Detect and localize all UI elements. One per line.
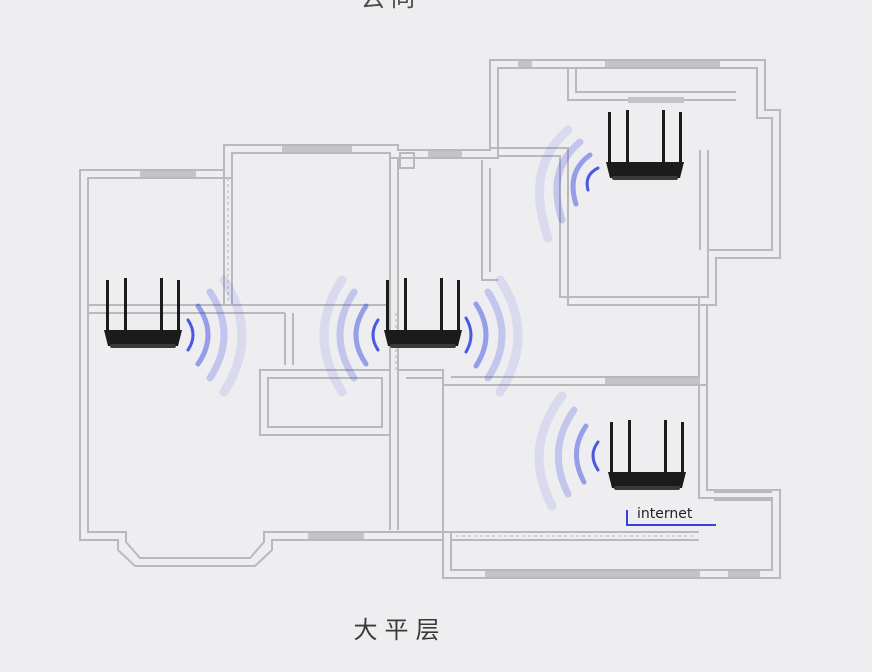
wall-inner-left xyxy=(87,67,773,571)
floor-caption: 大平层 xyxy=(353,616,447,644)
wall-divider-1 xyxy=(223,170,233,305)
wall-closet xyxy=(259,369,391,436)
wall-small-box xyxy=(489,68,499,148)
wall-door-frame xyxy=(399,152,415,169)
wall-entry xyxy=(714,491,772,501)
walls xyxy=(79,59,781,579)
waves-router-top-right xyxy=(535,125,600,243)
router-bottom-right xyxy=(608,420,686,490)
wall-top-room xyxy=(490,147,707,306)
signal-waves xyxy=(186,125,600,511)
waves-router-center-left xyxy=(319,275,380,397)
router-center xyxy=(384,278,462,348)
router-icon xyxy=(606,110,684,180)
wall-column xyxy=(284,313,294,365)
wall-corridor xyxy=(398,369,444,540)
router-icon xyxy=(608,420,686,490)
dashed-partitions xyxy=(227,178,695,537)
top-caption: 云同 xyxy=(336,0,446,13)
wall-bottom-strip xyxy=(443,531,699,541)
waves-router-center-right xyxy=(464,275,523,397)
wall-stairs xyxy=(481,160,498,281)
router-left xyxy=(104,278,182,348)
windows xyxy=(140,61,760,577)
internet-label: internet xyxy=(637,506,693,522)
router-top-right xyxy=(606,110,684,180)
wall-hall-mid xyxy=(232,304,390,314)
router-icon xyxy=(104,278,182,348)
wall-outer-left xyxy=(79,59,781,579)
router-icon xyxy=(384,278,462,348)
internet-cable xyxy=(626,510,716,526)
waves-router-bottom-right xyxy=(534,391,600,511)
wall-bath xyxy=(699,150,709,250)
wall-right-room xyxy=(567,68,736,101)
waves-router-left xyxy=(186,275,247,397)
